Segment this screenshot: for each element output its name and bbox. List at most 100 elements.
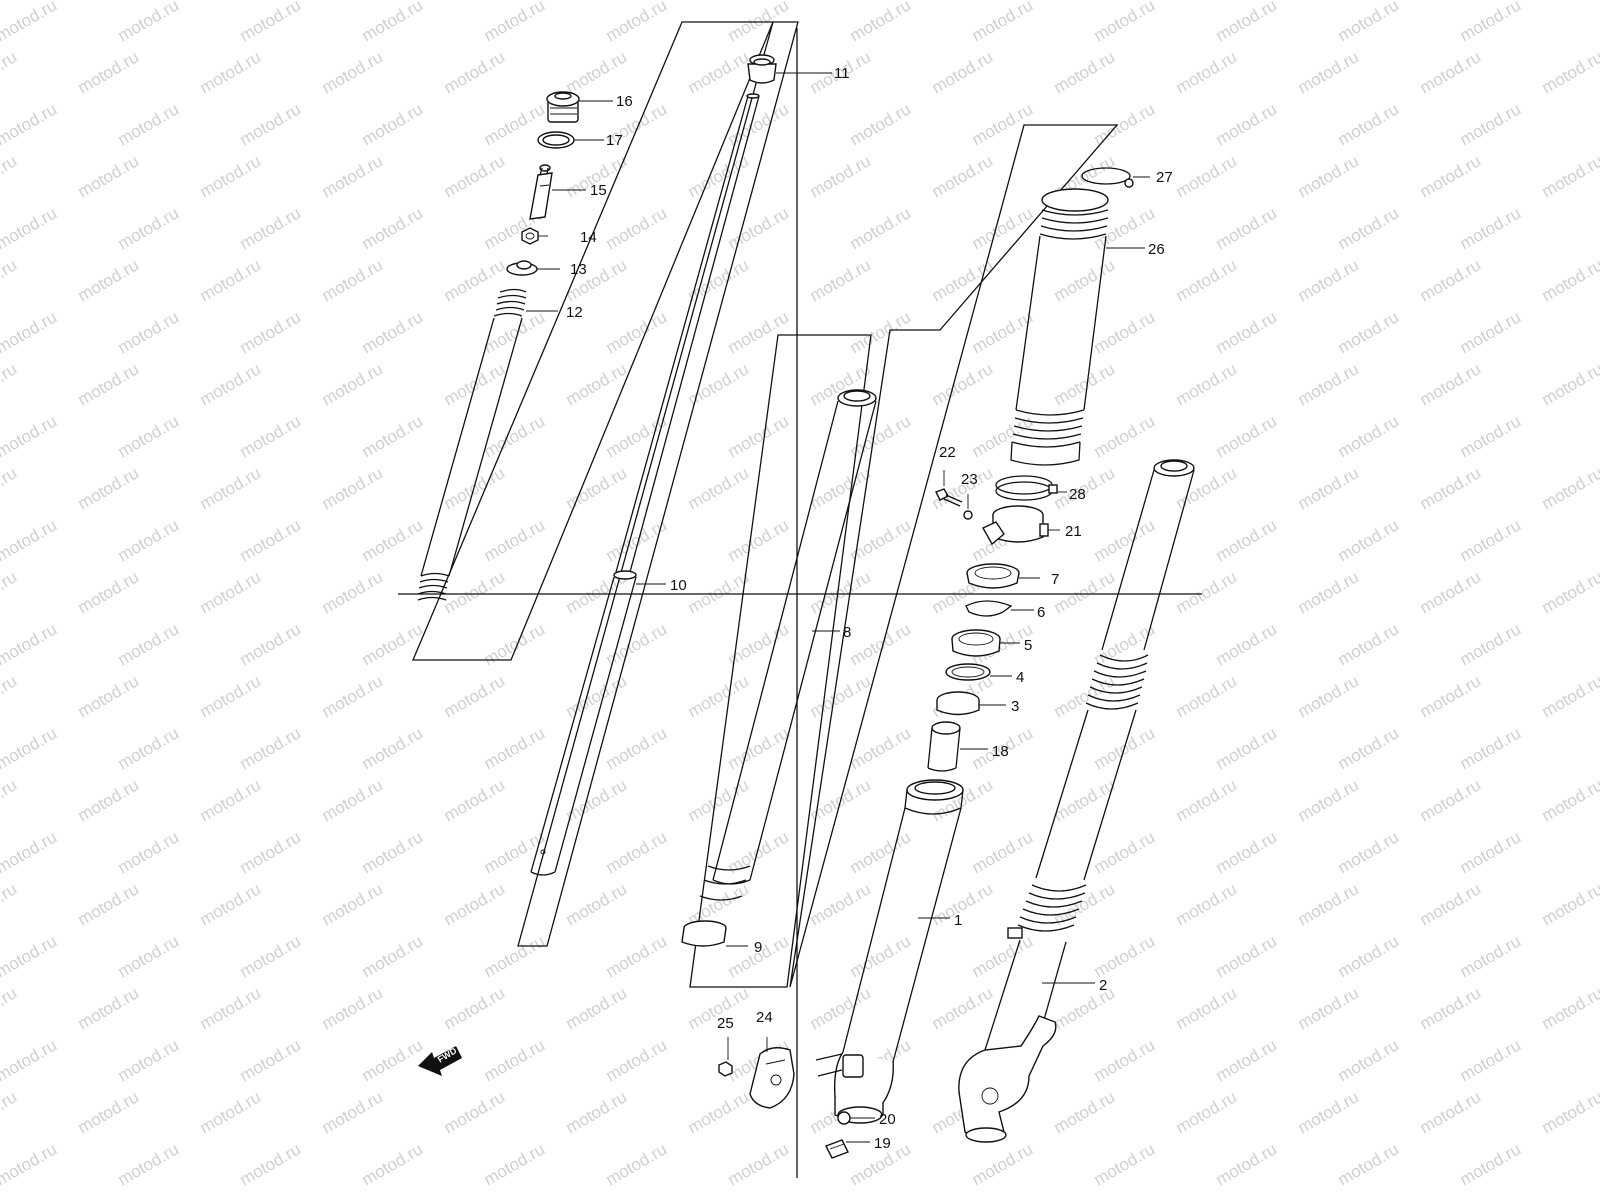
watermark-text: motod.ru	[481, 0, 549, 45]
watermark-text: motod.ru	[685, 1087, 753, 1137]
watermark-text: motod.ru	[481, 931, 549, 981]
watermark-text: motod.ru	[1295, 671, 1363, 721]
watermark-text: motod.ru	[75, 879, 143, 929]
watermark-text: motod.ru	[603, 203, 671, 253]
watermark-text: motod.ru	[1539, 879, 1600, 929]
watermark-text: motod.ru	[603, 307, 671, 357]
watermark-text: motod.ru	[1539, 775, 1600, 825]
watermark-text: motod.ru	[1051, 1087, 1119, 1137]
watermark-text: motod.ru	[1417, 983, 1485, 1033]
watermark-text: motod.ru	[75, 359, 143, 409]
watermark-text: motod.ru	[0, 1087, 20, 1137]
watermark-text: motod.ru	[847, 515, 915, 565]
stopper-ring-part-6	[965, 600, 1013, 617]
watermark-text: motod.ru	[237, 0, 305, 45]
watermark-text: motod.ru	[319, 983, 387, 1033]
watermark-text: motod.ru	[197, 151, 265, 201]
watermark-text: motod.ru	[847, 0, 915, 45]
watermark-text: motod.ru	[75, 983, 143, 1033]
band-part-27	[1081, 167, 1134, 188]
watermark-text: motod.ru	[237, 307, 305, 357]
watermark-text: motod.ru	[0, 671, 20, 721]
watermark-text: motod.ru	[1213, 411, 1281, 461]
washer-part-20	[837, 1111, 851, 1125]
watermark-text: motod.ru	[1173, 359, 1241, 409]
watermark-text: motod.ru	[1213, 827, 1281, 877]
watermark-text: motod.ru	[725, 619, 793, 669]
watermark-text: motod.ru	[603, 515, 671, 565]
watermark-text: motod.ru	[0, 827, 60, 877]
watermark-text: motod.ru	[0, 203, 60, 253]
watermark-text: motod.ru	[847, 827, 915, 877]
watermark-text: motod.ru	[807, 463, 875, 513]
watermark-text: motod.ru	[359, 515, 427, 565]
watermark-text: motod.ru	[237, 411, 305, 461]
cap-bolt-part-16	[546, 91, 580, 123]
inner-group-outline	[412, 21, 774, 661]
oil-seal-part-5	[951, 629, 1001, 657]
watermark-text: motod.ru	[1417, 359, 1485, 409]
boot-group-outline	[789, 124, 1119, 988]
watermark-text: motod.ru	[441, 775, 509, 825]
watermark-text: motod.ru	[115, 1139, 183, 1189]
watermark-text: motod.ru	[1457, 931, 1525, 981]
watermark-text: motod.ru	[0, 151, 20, 201]
watermark-text: motod.ru	[1335, 931, 1403, 981]
watermark-text: motod.ru	[197, 255, 265, 305]
watermark-text: motod.ru	[1417, 463, 1485, 513]
watermark-text: motod.ru	[0, 775, 20, 825]
watermark-text: motod.ru	[1457, 827, 1525, 877]
watermark-text: motod.ru	[197, 983, 265, 1033]
watermark-text: motod.ru	[1295, 567, 1363, 617]
watermark-text: motod.ru	[1091, 1035, 1159, 1085]
watermark-text: motod.ru	[1295, 775, 1363, 825]
watermark-text: motod.ru	[1295, 1087, 1363, 1137]
spacer-part-15	[529, 164, 553, 220]
watermark-text: motod.ru	[685, 671, 753, 721]
watermark-text: motod.ru	[481, 723, 549, 773]
watermark-text: motod.ru	[1091, 931, 1159, 981]
watermark-text: motod.ru	[1295, 151, 1363, 201]
watermark-text: motod.ru	[847, 99, 915, 149]
callout-8: 8	[843, 624, 851, 641]
watermark-text: motod.ru	[1335, 1035, 1403, 1085]
watermark-text: motod.ru	[1213, 931, 1281, 981]
watermark-text: motod.ru	[969, 307, 1037, 357]
watermark-text: motod.ru	[1295, 463, 1363, 513]
watermark-text: motod.ru	[197, 775, 265, 825]
watermark-text: motod.ru	[1539, 567, 1600, 617]
watermark-text: motod.ru	[1457, 1035, 1525, 1085]
watermark-text: motod.ru	[563, 775, 631, 825]
watermark-text: motod.ru	[1213, 1139, 1281, 1189]
watermark-text: motod.ru	[1457, 203, 1525, 253]
watermark-text: motod.ru	[1457, 0, 1525, 45]
watermark-text: motod.ru	[359, 827, 427, 877]
watermark-text: motod.ru	[359, 203, 427, 253]
watermark-text: motod.ru	[847, 931, 915, 981]
oil-lock-piece-part-18	[927, 721, 961, 772]
watermark-text: motod.ru	[969, 0, 1037, 45]
callout-24: 24	[756, 1009, 773, 1026]
watermark-text: motod.ru	[847, 307, 915, 357]
watermark-text: motod.ru	[359, 411, 427, 461]
watermark-text: motod.ru	[75, 463, 143, 513]
watermark-text: motod.ru	[725, 0, 793, 45]
watermark-text: motod.ru	[481, 515, 549, 565]
watermark-text: motod.ru	[969, 827, 1037, 877]
watermark-text: motod.ru	[359, 99, 427, 149]
slide-bushing-part-9	[681, 920, 727, 947]
watermark-text: motod.ru	[115, 0, 183, 45]
o-ring-part-17	[537, 131, 575, 149]
watermark-text: motod.ru	[603, 411, 671, 461]
washer-part-23	[963, 510, 973, 520]
watermark-text: motod.ru	[197, 463, 265, 513]
watermark-text: motod.ru	[1051, 671, 1119, 721]
watermark-text: motod.ru	[1457, 1139, 1525, 1189]
watermark-text: motod.ru	[441, 1087, 509, 1137]
watermark-text: motod.ru	[237, 931, 305, 981]
watermark-text: motod.ru	[725, 723, 793, 773]
watermark-text: motod.ru	[563, 47, 631, 97]
watermark-text: motod.ru	[75, 775, 143, 825]
watermark-text: motod.ru	[115, 411, 183, 461]
